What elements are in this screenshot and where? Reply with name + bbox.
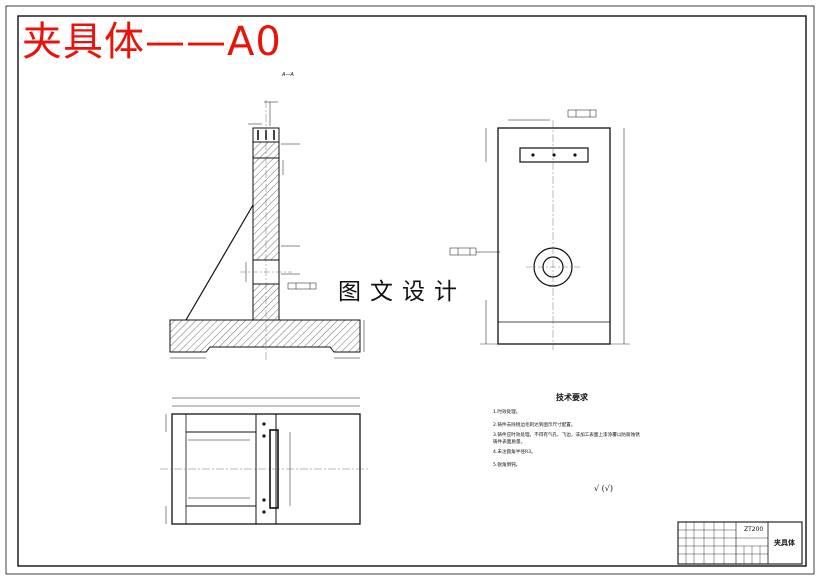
requirement-item: 2.铸件去除锐边毛刺达到图示尺寸配置。	[493, 423, 576, 428]
part-name: 夹具体	[774, 539, 795, 547]
title-block	[677, 521, 803, 565]
surface-finish-icon: √ (√)	[594, 484, 613, 493]
plate-outline	[497, 127, 611, 345]
support-rib	[185, 204, 254, 321]
drawing-code: ZT200	[744, 526, 764, 533]
requirement-item: 1.时效处理。	[493, 410, 521, 415]
outer-frame	[5, 5, 815, 575]
section-view	[169, 100, 365, 360]
requirements-title: 技术要求	[556, 392, 588, 402]
top-view	[160, 397, 370, 525]
requirement-item: 3.铸件应时效处理，不得有气孔、飞边，非加工表面上漆涂覆以防腐蚀锈	[493, 433, 640, 438]
sheet-title: 夹具体——A0	[22, 19, 282, 65]
base-section	[169, 319, 361, 353]
requirements-list: 1.时效处理。 2.铸件去除锐边毛刺达到图示尺寸配置。 3.铸件应时效处理，不得…	[493, 406, 653, 472]
top-slot	[519, 147, 589, 163]
inner-frame	[17, 15, 807, 567]
requirement-item: 5.锐角倒钝。	[493, 463, 521, 468]
side-view	[449, 109, 630, 350]
section-label: A—A	[281, 72, 294, 78]
requirement-item: 铸件表面质量。	[493, 440, 526, 445]
requirement-item: 4.未注圆角半径R3。	[493, 450, 536, 455]
watermark-text: 图文设计	[338, 279, 466, 305]
